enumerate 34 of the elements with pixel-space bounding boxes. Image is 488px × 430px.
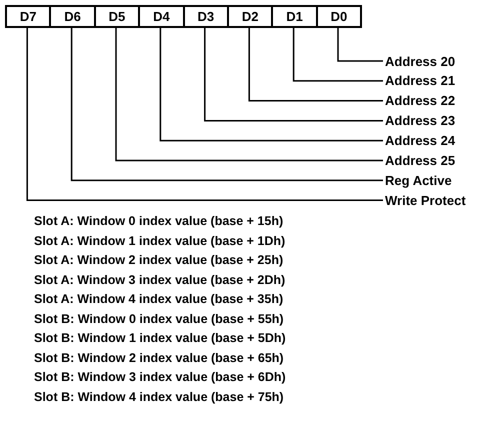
register-note: Slot A: Window 0 index value (base + 15h)	[34, 213, 284, 230]
bit-cell: D3	[182, 5, 229, 28]
field-label: Address 23	[385, 112, 456, 130]
connector-line	[26, 28, 383, 202]
connector-line	[70, 28, 383, 182]
connector-line	[204, 28, 383, 122]
field-label: Address 22	[385, 92, 456, 110]
register-note: Slot A: Window 1 index value (base + 1Dh)	[34, 232, 286, 250]
field-label: Address 21	[385, 72, 456, 90]
register-note: Slot B: Window 3 index value (base + 6Dh)	[34, 369, 286, 386]
register-note: Slot B: Window 1 index value (base + 5Dh)	[34, 330, 286, 347]
bit-cell: D1	[271, 5, 318, 28]
bit-cell: D4	[138, 5, 185, 28]
register-note: Slot B: Window 4 index value (base + 75h)	[34, 388, 285, 406]
register-note: Slot A: Window 2 index value (base + 25h)	[34, 252, 284, 269]
register-note: Slot A: Window 4 index value (base + 35h)	[34, 291, 284, 308]
bit-cell: D7	[5, 5, 52, 28]
register-note: Slot A: Window 3 index value (base + 2Dh)	[34, 272, 286, 289]
field-label: Address 24	[385, 132, 456, 150]
bit-cell: D0	[316, 5, 362, 28]
field-label: Address 25	[385, 152, 456, 170]
field-label: Write Protect	[385, 191, 466, 210]
bit-cell: D6	[49, 5, 96, 28]
field-label: Reg Active	[385, 171, 452, 190]
connector-line	[292, 28, 383, 82]
connector-line	[248, 28, 383, 102]
connector-line	[160, 28, 383, 142]
bit-cell: D2	[227, 5, 274, 28]
register-note: Slot B: Window 2 index value (base + 65h)	[34, 350, 285, 367]
bit-cell: D5	[94, 5, 140, 28]
field-label: Address 20	[385, 52, 456, 70]
connector-line	[115, 28, 383, 162]
register-note: Slot B: Window 0 index value (base + 55h)	[34, 310, 285, 328]
connector-line	[337, 28, 383, 62]
